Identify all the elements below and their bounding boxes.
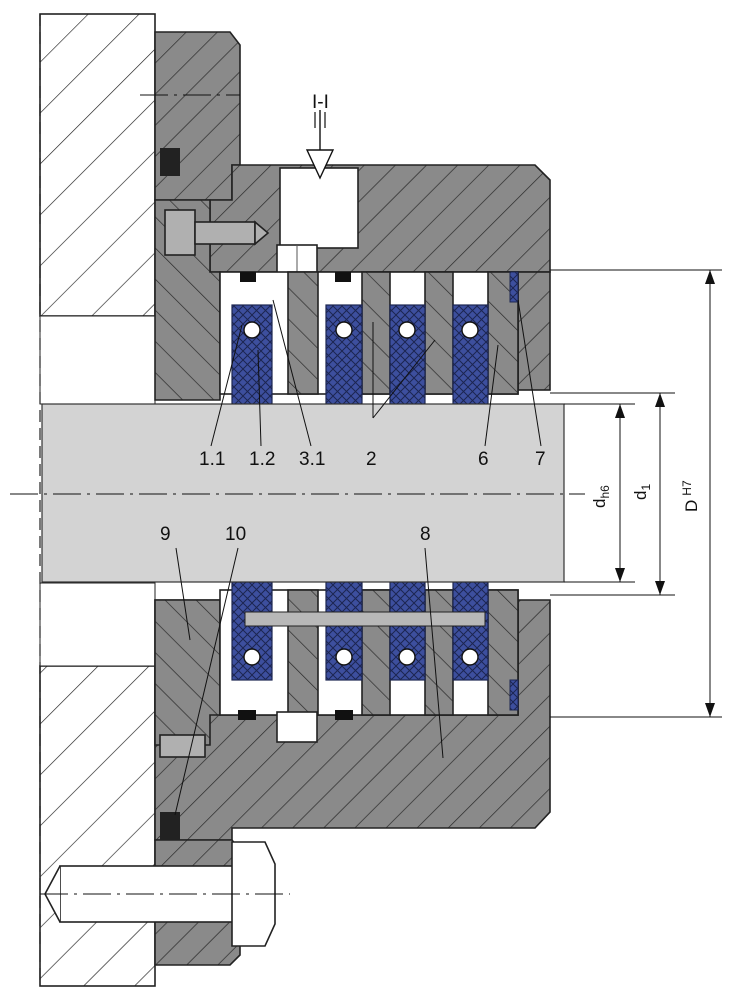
flow-arrow-label: I-I (312, 92, 329, 113)
machine-wall (39, 13, 156, 987)
flow-arrow-icon (305, 149, 335, 180)
dim-label-shaft: dh6 (590, 485, 612, 508)
part-label-3-1: 3.1 (299, 449, 325, 470)
part-label-7: 7 (535, 449, 546, 470)
inlet-port (276, 110, 359, 395)
shaft (10, 403, 585, 583)
part-labels: 1.1 1.2 3.1 2 6 7 9 10 8 I-I (160, 92, 546, 545)
part-label-8: 8 (420, 524, 431, 545)
leader-lines (174, 299, 542, 816)
fasteners (40, 94, 290, 947)
dimension-lines (550, 269, 722, 718)
seal-cavity-lower (219, 581, 519, 743)
part-label-6: 6 (478, 449, 489, 470)
part-label-9: 9 (160, 524, 171, 545)
dim-label-inner: d1 (631, 484, 653, 500)
seal-cavity-upper (219, 271, 519, 406)
part-label-1-2: 1.2 (249, 449, 275, 470)
part-label-1-1: 1.1 (199, 449, 225, 470)
part-label-2: 2 (366, 449, 377, 470)
part-label-10: 10 (225, 524, 246, 545)
dim-label-outer: DH7 (680, 480, 701, 512)
